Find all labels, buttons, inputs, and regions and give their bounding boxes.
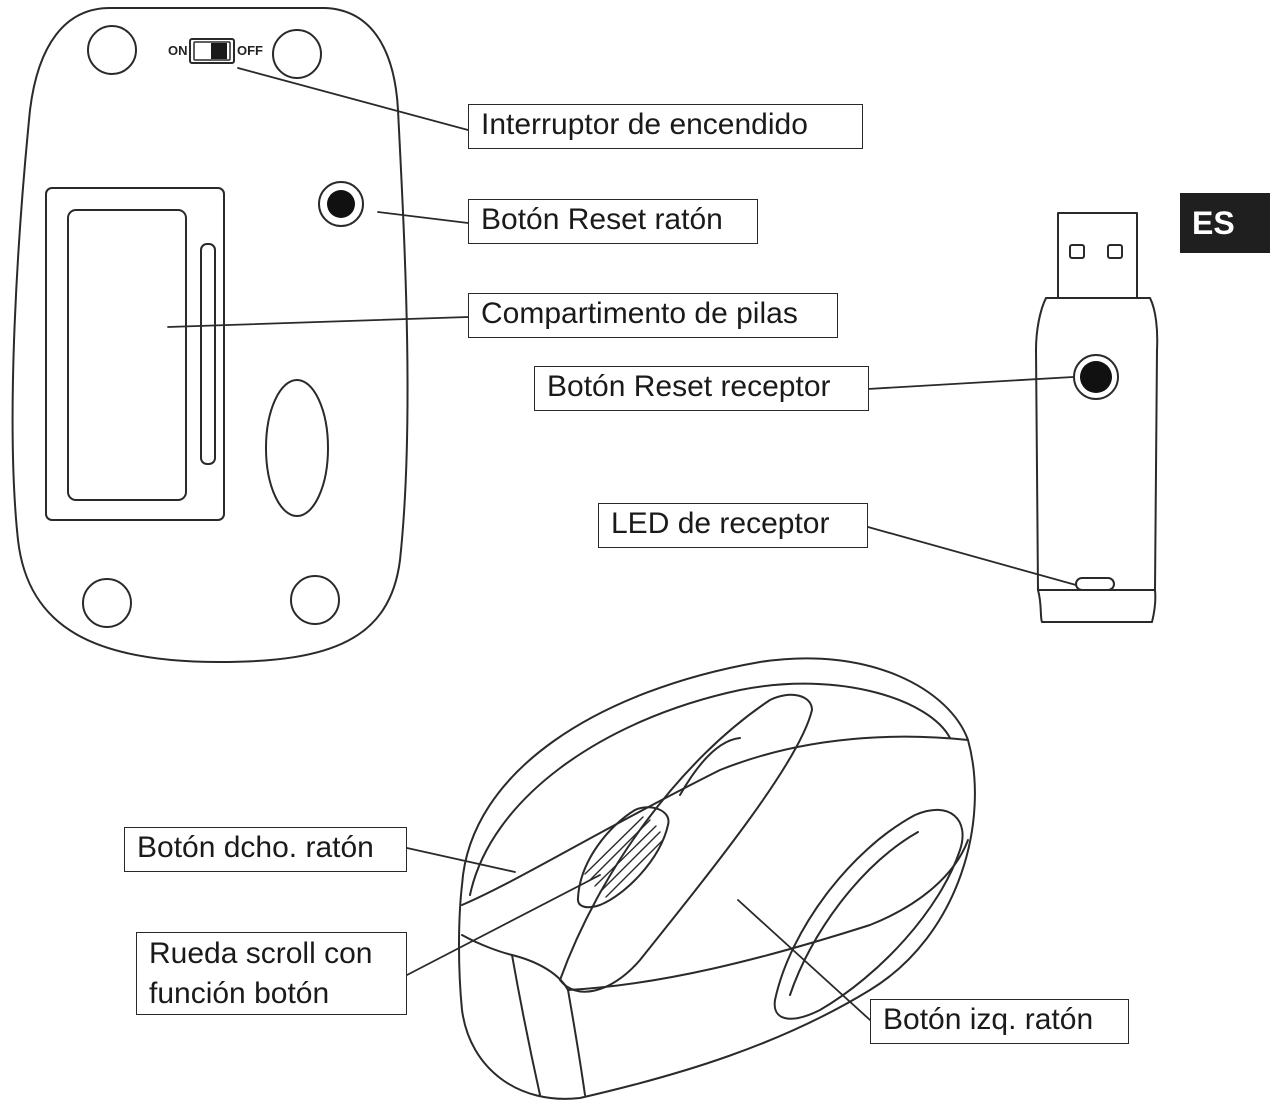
foot-pad-top-left: [87, 25, 137, 75]
leader-power-switch: [237, 67, 469, 131]
receiver-reset-button-graphic: [1073, 354, 1119, 400]
usb-receiver: [1035, 212, 1159, 623]
leader-battery: [167, 316, 469, 328]
callout-receiver-reset-text: Botón Reset receptor: [547, 370, 831, 403]
callout-mouse-reset: Botón Reset ratón: [468, 199, 758, 244]
mouse-bottom-outline: [11, 7, 409, 663]
callout-scroll-line1: Rueda scroll con: [149, 937, 373, 970]
mouse-top-outline: [458, 657, 976, 1100]
callout-receiver-reset: Botón Reset receptor: [534, 366, 869, 411]
foot-pad-bottom-right: [290, 575, 340, 625]
language-tab: ES: [1180, 193, 1270, 253]
callout-power-switch-text: Interruptor de encendido: [481, 108, 808, 141]
callout-battery-text: Compartimento de pilas: [481, 297, 798, 330]
foot-pad-top-right: [272, 29, 322, 79]
callout-right-button-text: Botón dcho. ratón: [137, 831, 374, 864]
mouse-bottom-view: ON OFF: [11, 7, 409, 663]
leader-right-button: [406, 847, 516, 873]
leader-lines: [167, 67, 1077, 1021]
callout-left-button: Botón izq. ratón: [870, 999, 1129, 1044]
callout-receiver-led-text: LED de receptor: [611, 507, 830, 540]
callout-scroll-line2: función botón: [149, 977, 330, 1010]
callout-left-button-text: Botón izq. ratón: [883, 1003, 1094, 1036]
callout-mouse-reset-text: Botón Reset ratón: [481, 203, 723, 236]
switch-on-label: ON: [168, 43, 188, 58]
leader-receiver-led: [867, 526, 1077, 586]
leader-mouse-reset: [377, 211, 469, 224]
receiver-body: [1035, 297, 1159, 591]
callout-right-button: Botón dcho. ratón: [124, 827, 407, 872]
callout-scroll-wheel: Rueda scroll con función botón: [136, 932, 407, 1015]
foot-pad-bottom-left: [82, 578, 132, 628]
callout-power-switch: Interruptor de encendido: [468, 104, 863, 149]
leader-scroll-wheel: [406, 874, 601, 976]
sensor-oval: [265, 379, 329, 517]
mouse-top-view: [458, 657, 976, 1100]
mouse-reset-button-graphic: [318, 181, 364, 227]
callout-receiver-led: LED de receptor: [598, 503, 868, 548]
scroll-wheel-graphic: [576, 806, 670, 909]
usb-connector: [1057, 212, 1138, 299]
leader-left-button: [737, 899, 871, 1021]
battery-compartment-graphic: [45, 187, 225, 521]
switch-off-label: OFF: [237, 43, 263, 58]
callout-battery-compartment: Compartimento de pilas: [468, 293, 838, 338]
language-tab-text: ES: [1192, 205, 1235, 241]
power-switch-graphic: ON OFF: [168, 38, 263, 64]
leader-receiver-reset: [867, 376, 1074, 390]
receiver-led-graphic: [1075, 577, 1115, 591]
